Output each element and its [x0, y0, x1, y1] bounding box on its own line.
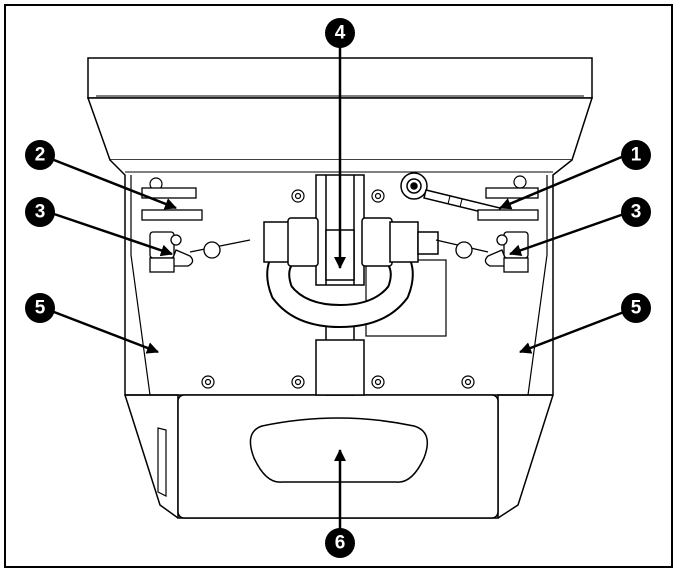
arrow-1 — [499, 154, 625, 210]
callout-badge-4: 4 — [325, 18, 355, 48]
callout-badge-1: 1 — [621, 140, 651, 170]
callout-badge-2: 2 — [25, 140, 55, 170]
callout-badge-6: 6 — [325, 528, 355, 558]
svg-text:5: 5 — [631, 298, 642, 319]
svg-text:4: 4 — [335, 23, 346, 44]
handle-plate — [177, 394, 499, 519]
svg-text:2: 2 — [35, 145, 46, 166]
svg-text:1: 1 — [631, 145, 642, 166]
arrow-2 — [53, 158, 177, 210]
svg-text:3: 3 — [35, 202, 46, 223]
arrow-3-right — [509, 212, 625, 257]
left-latch-assembly — [141, 187, 251, 273]
callout-badge-5-left: 5 — [25, 293, 55, 323]
arrow-5-left — [53, 310, 159, 354]
leader-arrows — [53, 46, 625, 530]
svg-text:5: 5 — [35, 298, 46, 319]
svg-text:6: 6 — [335, 533, 346, 554]
callout-badge-3-left: 3 — [25, 197, 55, 227]
callout-badge-3-right: 3 — [621, 197, 651, 227]
u-loop-pipe — [266, 235, 414, 329]
screws — [149, 175, 527, 389]
svg-text:3: 3 — [631, 202, 642, 223]
arrow-5-right — [519, 310, 625, 354]
arrow-3-left — [53, 212, 173, 257]
pipe-fittings — [263, 217, 439, 267]
callout-badge-5-right: 5 — [621, 293, 651, 323]
